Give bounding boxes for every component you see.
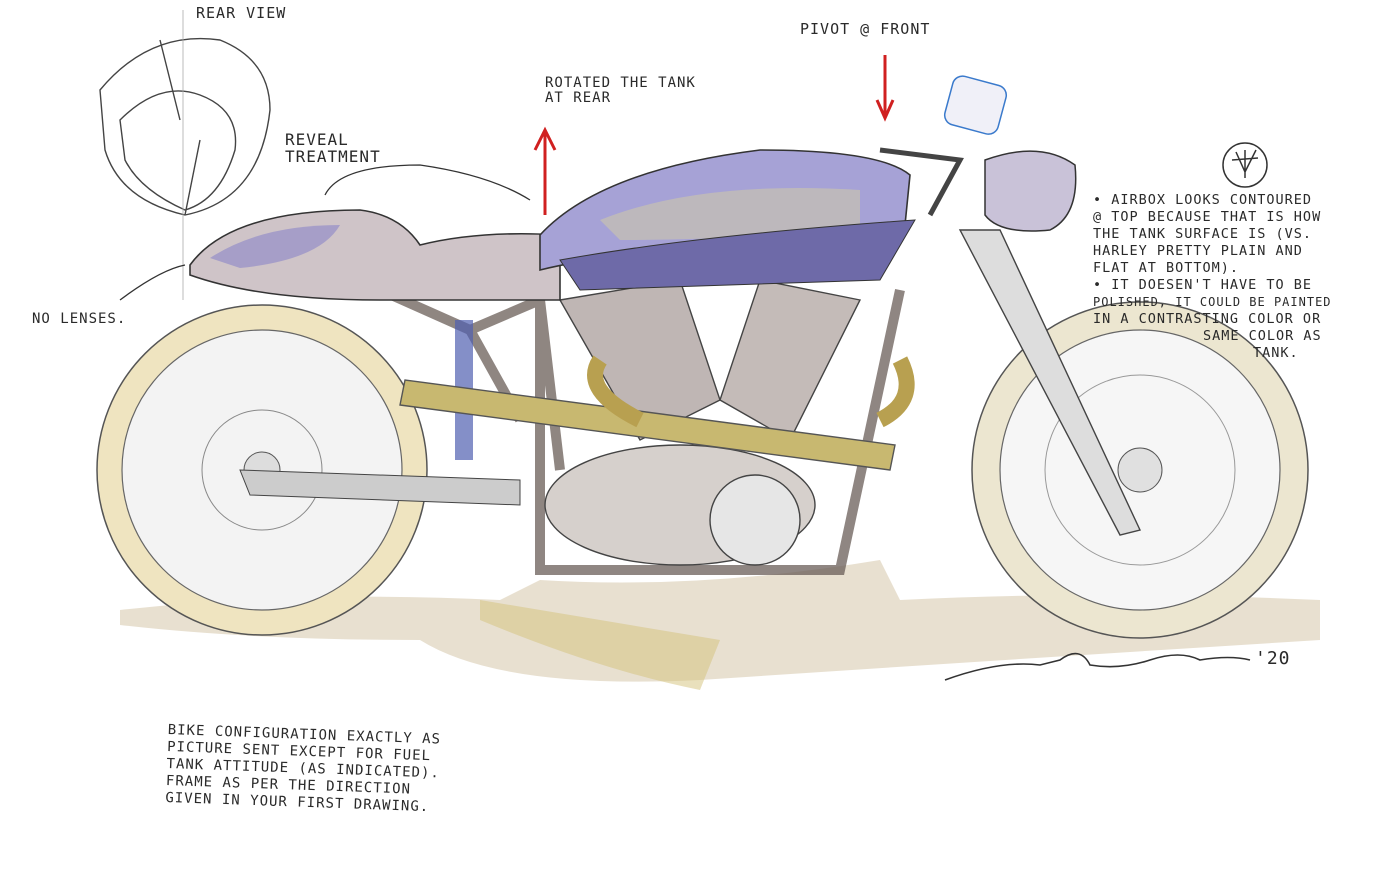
designer-logo: [1222, 142, 1268, 188]
pivot-label: Pivot @ front: [800, 20, 931, 38]
front-fork: [958, 229, 1141, 536]
note-line: • It doesen't have to be: [1093, 277, 1313, 293]
rotate-arrow: [533, 126, 557, 215]
rear-wheel: [96, 304, 428, 636]
handlebar: [879, 147, 964, 217]
rotated-line-1: Rotated the tank: [545, 75, 696, 91]
note-line: @ top because that is how: [1093, 209, 1322, 225]
engine: [544, 279, 862, 566]
bottom-note: Bike configuration exactly as picture se…: [165, 722, 441, 816]
ground-shadow-yellow: [480, 600, 720, 690]
tank-panel: [600, 188, 860, 240]
swingarm: [239, 469, 521, 506]
note-line: • Airbox looks contoured: [1093, 192, 1313, 208]
exhaust-header: [587, 355, 915, 428]
note-line: in a contrasting color or: [1093, 311, 1322, 327]
tail-reveal: [210, 225, 340, 268]
headlight: [984, 150, 1077, 232]
note-line: Harley pretty plain and: [1093, 243, 1303, 259]
ground-shadow: [120, 560, 1320, 682]
reveal-line-2: treatment: [285, 146, 381, 166]
reveal-label: Reveal treatment: [285, 130, 381, 166]
right-notes: • Airbox looks contoured @ top because t…: [1093, 192, 1332, 362]
rotated-line-2: at rear: [545, 89, 612, 106]
note-line: tank.: [1253, 345, 1299, 361]
rotated-tank-label: Rotated the tank at rear: [545, 76, 696, 105]
pivot-arrow: [875, 55, 895, 122]
mirror: [943, 75, 1008, 135]
no-lenses-arrow: [119, 264, 186, 301]
no-lenses-label: No lenses.: [32, 311, 127, 327]
exhaust-pipe: [399, 379, 896, 471]
note-line: polished, it could be painted: [1093, 295, 1332, 309]
note-line: flat at bottom).: [1093, 260, 1240, 276]
rear-view-label: Rear view: [196, 4, 287, 22]
signature: [944, 652, 1251, 681]
signature-date: '20: [1255, 648, 1291, 669]
airbox: [559, 219, 916, 291]
note-line: the tank surface is (vs.: [1093, 226, 1313, 242]
reveal-arrow: [324, 164, 531, 201]
reveal-line-1: Reveal: [285, 130, 349, 149]
rear-view-sketch: [99, 10, 271, 300]
note-line: same color as: [1203, 328, 1322, 344]
